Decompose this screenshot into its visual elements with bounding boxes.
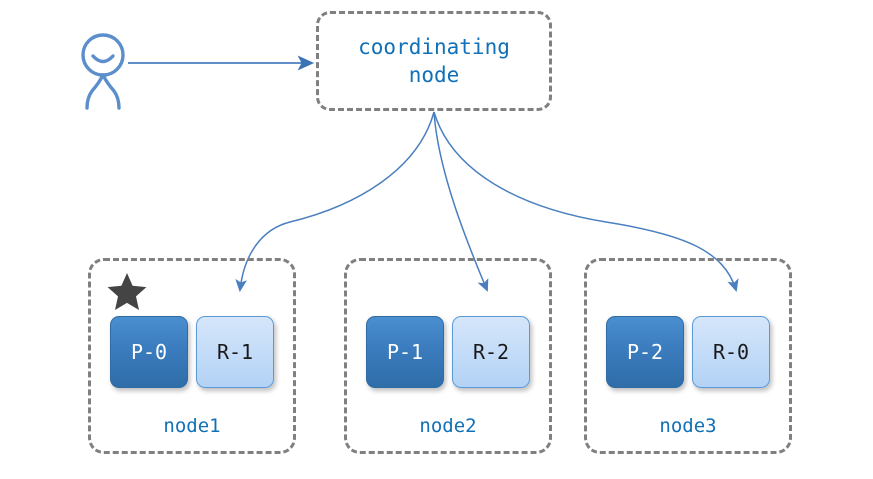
star-icon bbox=[107, 273, 147, 310]
node-label-node1: node1 bbox=[163, 415, 221, 437]
person-icon bbox=[81, 33, 125, 110]
coordinating-node[interactable]: coordinating node bbox=[316, 11, 552, 111]
shard-p-1[interactable]: P-1 bbox=[366, 316, 444, 388]
node-group-node2[interactable]: P-1 R-2 node2 bbox=[344, 258, 552, 454]
node-label-node2: node2 bbox=[419, 415, 477, 437]
shard-row-node1: P-0 R-1 bbox=[91, 316, 293, 388]
shard-row-node2: P-1 R-2 bbox=[347, 316, 549, 388]
shard-r-2[interactable]: R-2 bbox=[452, 316, 530, 388]
shard-p-0[interactable]: P-0 bbox=[110, 316, 188, 388]
node-label-node3: node3 bbox=[659, 415, 717, 437]
node-group-node1[interactable]: P-0 R-1 node1 bbox=[88, 258, 296, 454]
node-group-node3[interactable]: P-2 R-0 node3 bbox=[584, 258, 792, 454]
shard-row-node3: P-2 R-0 bbox=[587, 316, 789, 388]
shard-r-1[interactable]: R-1 bbox=[196, 316, 274, 388]
shard-p-2[interactable]: P-2 bbox=[606, 316, 684, 388]
coordinating-node-label: coordinating node bbox=[358, 34, 510, 87]
shard-r-0[interactable]: R-0 bbox=[692, 316, 770, 388]
